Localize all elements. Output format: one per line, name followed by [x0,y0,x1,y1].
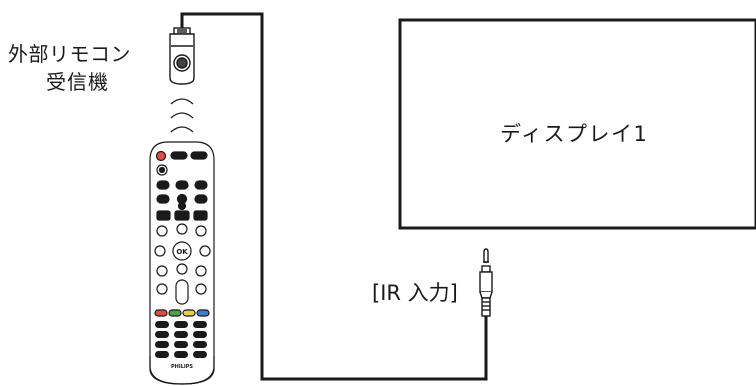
display-label: ディスプレイ1 [500,122,649,146]
display-1 [398,18,756,230]
receiver-label-line1: 外部リモコン [8,42,131,66]
ok-button-label: OK [176,248,188,256]
cable [180,12,488,381]
signal-waves-icon [170,98,194,133]
ir-receiver-icon [169,27,195,85]
power-button-icon [155,150,167,162]
receiver-label-line2: 受信機 [46,70,109,94]
ir-plug-icon [479,248,493,317]
remote-control-icon: OK PHILIPS [149,141,215,385]
ir-input-label: [IR 入力] [372,281,458,305]
remote-brand-label: PHILIPS [171,364,193,370]
